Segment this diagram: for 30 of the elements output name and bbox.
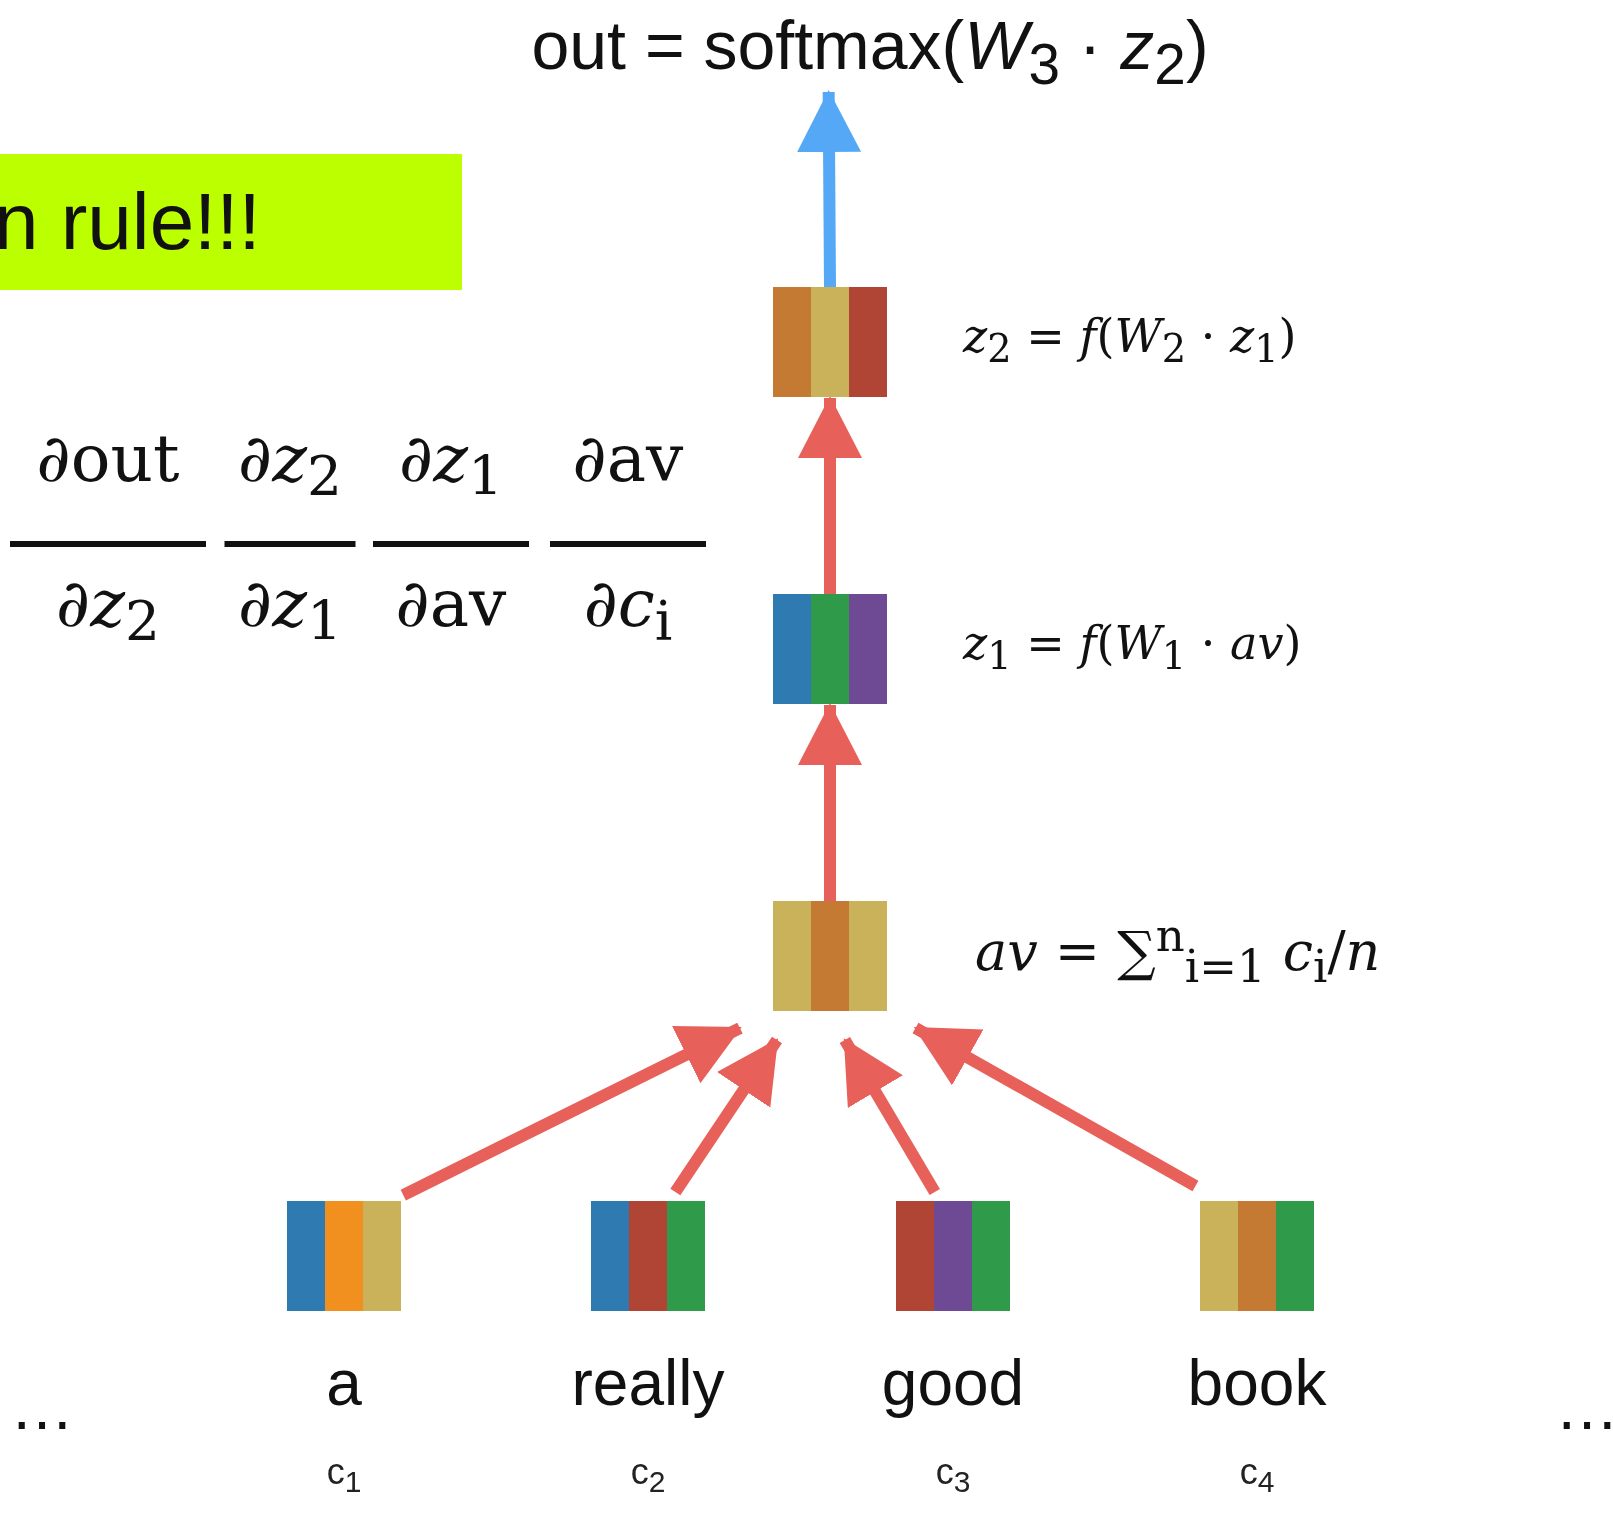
vector-label: c$_{4}$ — [1239, 1451, 1275, 1500]
fraction-denominator: ∂z$_{2}$ — [56, 565, 160, 654]
fraction-numerator: ∂z$_{2}$ — [238, 420, 342, 509]
fraction-denominator: ∂av — [395, 565, 507, 642]
word-label: really — [571, 1346, 725, 1420]
arrow — [798, 396, 862, 594]
arrow — [797, 90, 862, 288]
fraction-numerator: ∂out — [36, 420, 180, 497]
formula: z$_{1}$ = f(W$_{1}$ · av) — [963, 616, 1302, 679]
vector-label: c$_{1}$ — [326, 1451, 362, 1500]
highlight-banner — [0, 154, 462, 290]
vector-label: c$_{2}$ — [630, 1451, 666, 1500]
ellipsis: … — [1555, 1370, 1613, 1444]
word-label: a — [326, 1346, 362, 1420]
output-formula: out = softmax(W$_{3}$ · z$_{2}$) — [531, 5, 1209, 97]
arrow — [839, 1036, 940, 1196]
arrow — [670, 1036, 782, 1196]
arrow — [400, 1022, 743, 1201]
fraction-denominator: ∂c$_{i}$ — [583, 565, 673, 654]
fraction-numerator: ∂av — [572, 420, 684, 497]
fraction-denominator: ∂z$_{1}$ — [238, 565, 342, 654]
ellipsis: … — [10, 1370, 74, 1444]
formula: av = ∑$^{n}$$_{i=1}$ c$_{i}$/n — [975, 909, 1381, 993]
arrow — [912, 1022, 1199, 1192]
fraction-numerator: ∂z$_{1}$ — [399, 420, 503, 509]
formula: z$_{2}$ = f(W$_{2}$ · z$_{1}$) — [963, 309, 1297, 372]
word-label: book — [1187, 1346, 1327, 1420]
word-label: good — [881, 1346, 1025, 1420]
arrow — [798, 703, 862, 901]
vector-label: c$_{3}$ — [935, 1451, 971, 1500]
